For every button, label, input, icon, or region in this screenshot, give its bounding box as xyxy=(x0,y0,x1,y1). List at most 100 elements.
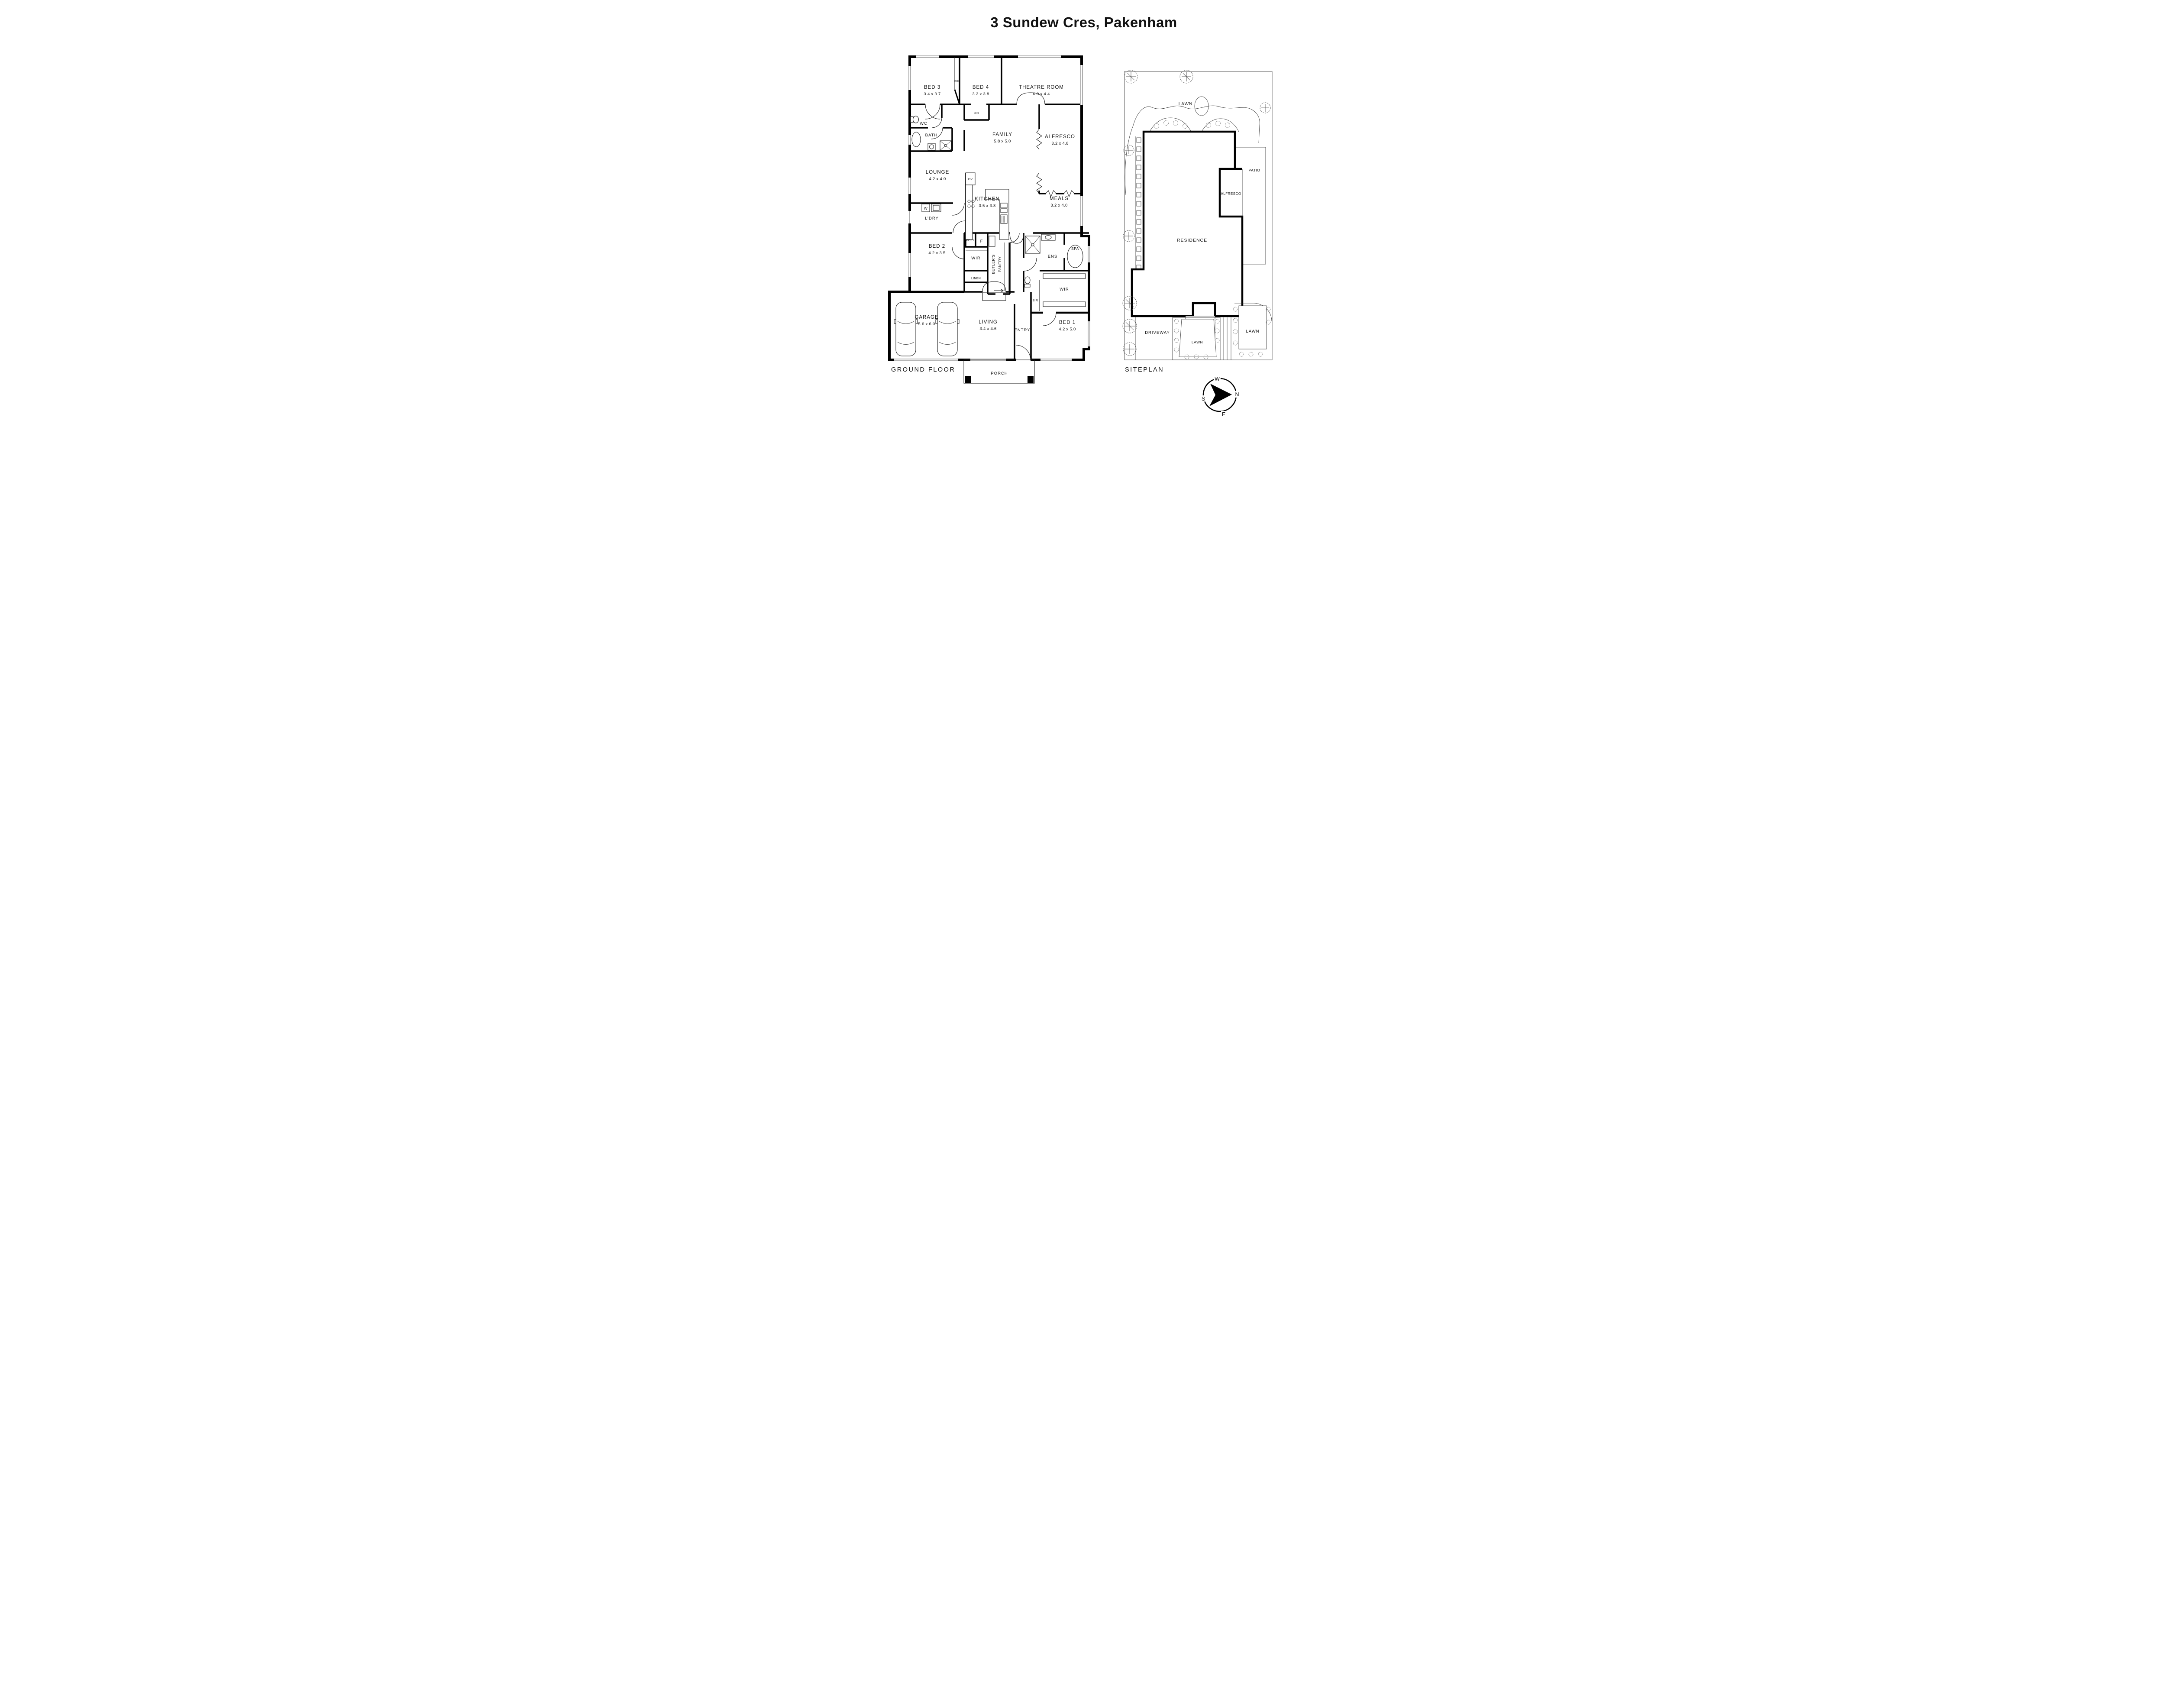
compass-arrow-icon xyxy=(1209,384,1232,406)
compass-north: N xyxy=(1235,391,1239,398)
label-bir-right: BIR xyxy=(1032,299,1038,302)
room-dims-garage: 5.6 x 6.0 xyxy=(918,322,935,327)
label-patio: PATIO xyxy=(1248,168,1260,172)
compass-rose: W N E S xyxy=(1200,375,1240,419)
room-label-living: LIVING xyxy=(979,320,998,325)
kitchen-cabinet xyxy=(965,184,973,240)
alfresco-zigzag-walls xyxy=(1036,129,1082,197)
label-lawn-back: LAWN xyxy=(1178,102,1192,107)
room-dims-theatre: 6.0 x 4.4 xyxy=(1033,92,1050,97)
label-lawn-center: LAWN xyxy=(1191,340,1202,344)
label-wc: WC xyxy=(920,121,927,126)
pantry-bench xyxy=(988,236,995,247)
label-driveway: DRIVEWAY xyxy=(1145,330,1170,335)
label-linen: LINEN xyxy=(971,277,980,280)
ground-floor-title: GROUND FLOOR xyxy=(891,366,955,373)
room-dims-bed3: 3.4 x 3.7 xyxy=(924,92,940,97)
siteplan: LAWN PATIO ALFRESCO RESIDENCE PORCH xyxy=(1122,70,1272,373)
front-lawn-right: LAWN xyxy=(1233,303,1272,357)
label-bir-mid: BIR xyxy=(973,112,979,115)
residence-outline xyxy=(1131,130,1243,317)
bathtub-icon xyxy=(911,132,921,147)
ground-floor-plan: BED 3 3.4 x 3.7 BIR BED 4 3.2 x 3.8 THEA… xyxy=(888,55,1091,384)
cooktop-icon xyxy=(967,200,975,208)
kitchen-island xyxy=(985,189,1009,240)
label-w: W xyxy=(924,206,927,210)
exterior-wall-outline xyxy=(888,55,1090,361)
porch-pillar xyxy=(964,376,971,383)
label-ldry: L’DRY xyxy=(925,216,939,221)
room-label-meals: MEALS xyxy=(1050,196,1069,201)
lawn-feature xyxy=(1194,96,1209,116)
porch-pillar xyxy=(1027,376,1034,383)
label-fridge: F xyxy=(980,239,983,244)
fixtures xyxy=(893,116,1086,356)
tree-icon xyxy=(1179,70,1193,84)
entry-step xyxy=(982,292,1006,301)
interior-walls xyxy=(889,57,1089,360)
room-label-bed3: BED 3 xyxy=(924,85,940,90)
room-dims-meals: 3.2 x 4.0 xyxy=(1050,203,1067,208)
front-porch xyxy=(963,359,1035,384)
tree-icon xyxy=(1124,70,1137,84)
kitchen-sink-icon xyxy=(1000,203,1008,213)
trees xyxy=(1122,70,1270,356)
label-bath: BATH xyxy=(925,133,937,138)
spa-tub-icon xyxy=(1066,245,1083,268)
room-label-kitchen: KITCHEN xyxy=(975,197,999,202)
label-porch: PORCH xyxy=(991,371,1008,376)
tree-icon xyxy=(1123,145,1134,156)
label-butlers-pantry-2: PANTRY xyxy=(998,256,1002,272)
label-site-alfresco: ALFRESCO xyxy=(1221,192,1241,196)
room-label-family: FAMILY xyxy=(992,132,1012,137)
room-dims-living: 3.4 x 4.6 xyxy=(979,327,996,331)
tree-icon xyxy=(1123,230,1134,242)
door-arcs xyxy=(924,92,1057,360)
room-label-garage: GARAGE xyxy=(914,315,938,320)
room-label-theatre: THEATRE ROOM xyxy=(1019,85,1064,90)
tree-icon xyxy=(1123,342,1136,356)
tree-icon xyxy=(1260,102,1270,113)
room-label-lounge: LOUNGE xyxy=(925,170,949,175)
label-butlers-pantry-1: BUTLER’S xyxy=(991,254,995,274)
room-dims-kitchen: 3.5 x 3.8 xyxy=(979,204,995,208)
ens-shower-icon xyxy=(1024,236,1040,254)
room-dims-alfresco: 3.2 x 4.6 xyxy=(1051,141,1068,146)
plan-drawing: 3 Sundew Cres, Pakenham xyxy=(888,14,1272,419)
room-dims-lounge: 4.2 x 4.0 xyxy=(929,177,946,181)
room-dims-bed2: 4.2 x 3.5 xyxy=(928,251,945,256)
siteplan-title: SITEPLAN xyxy=(1125,366,1164,373)
ens-toilet-icon xyxy=(1024,276,1031,288)
compass-west: W xyxy=(1215,376,1220,382)
lawn-boundary-curve xyxy=(1125,105,1260,195)
room-label-bed2: BED 2 xyxy=(928,244,945,249)
label-ov: OV xyxy=(968,178,973,181)
bath-basin-icon xyxy=(927,143,936,151)
room-dims-bed4: 3.2 x 3.8 xyxy=(972,92,989,97)
garage-door xyxy=(894,358,958,362)
room-label-bed4: BED 4 xyxy=(972,85,989,90)
label-spa: SPA xyxy=(1071,246,1079,251)
label-void: VOID xyxy=(966,239,973,242)
car-icon xyxy=(893,302,918,356)
dishwasher-icon xyxy=(1000,214,1008,224)
wir-shelf xyxy=(1042,301,1086,307)
room-dims-family: 5.8 x 5.0 xyxy=(994,139,1011,144)
floorplan-labels: BED 3 3.4 x 3.7 BIR BED 4 3.2 x 3.8 THEA… xyxy=(891,80,1079,376)
page-title: 3 Sundew Cres, Pakenham xyxy=(990,14,1177,30)
tree-icon xyxy=(1122,296,1137,311)
ens-basin-icon xyxy=(1040,234,1056,241)
label-wir-master: WIR xyxy=(1060,287,1069,292)
shower-icon xyxy=(939,140,952,151)
floorplan-sheet: 3 Sundew Cres, Pakenham xyxy=(780,0,1385,427)
compass-south: S xyxy=(1201,396,1205,402)
label-entry: ENTRY xyxy=(1014,328,1030,333)
pantry-arrow-icon xyxy=(993,288,1004,293)
wir-shelf xyxy=(1042,273,1086,279)
laundry-trough-icon xyxy=(921,204,941,212)
compass-east: E xyxy=(1221,411,1225,417)
label-ens: ENS xyxy=(1047,254,1057,259)
walkway xyxy=(1223,317,1231,360)
label-lawn-right: LAWN xyxy=(1246,329,1259,334)
label-residence: RESIDENCE xyxy=(1176,238,1207,243)
